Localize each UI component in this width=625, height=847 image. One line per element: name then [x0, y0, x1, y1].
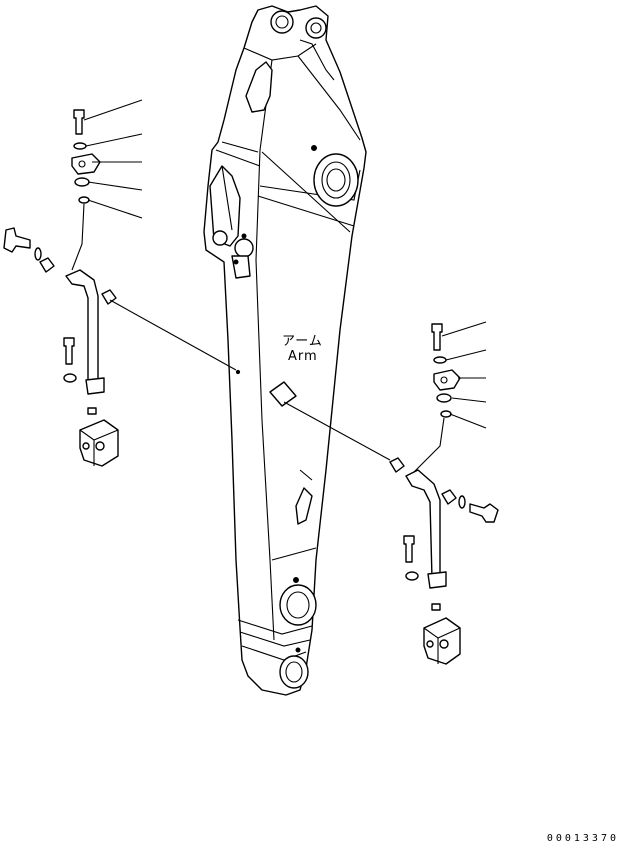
right-lubrication-assembly: [284, 322, 498, 664]
bolt-right-top: [432, 324, 442, 350]
spacer-left: [75, 178, 89, 186]
oring-left: [79, 197, 89, 203]
arm-label-jp: アーム: [282, 334, 323, 349]
bolt-left-lower: [64, 338, 74, 364]
arm-label-en: Arm: [288, 349, 318, 364]
oring-right: [441, 411, 451, 417]
washer-left: [74, 143, 86, 149]
arm-boom: [204, 6, 366, 695]
bolt-right-lower: [404, 536, 414, 562]
bolt-left-side: [4, 228, 30, 252]
spacer-right: [437, 394, 451, 402]
clamp-left: [72, 154, 100, 174]
left-lubrication-assembly: [4, 100, 236, 466]
grease-pipe-left: [66, 270, 98, 384]
bolt-right-side: [470, 504, 498, 522]
bolt-left-top: [74, 110, 84, 134]
drawing-code: 00013370: [546, 833, 619, 844]
washer-right: [434, 357, 446, 363]
